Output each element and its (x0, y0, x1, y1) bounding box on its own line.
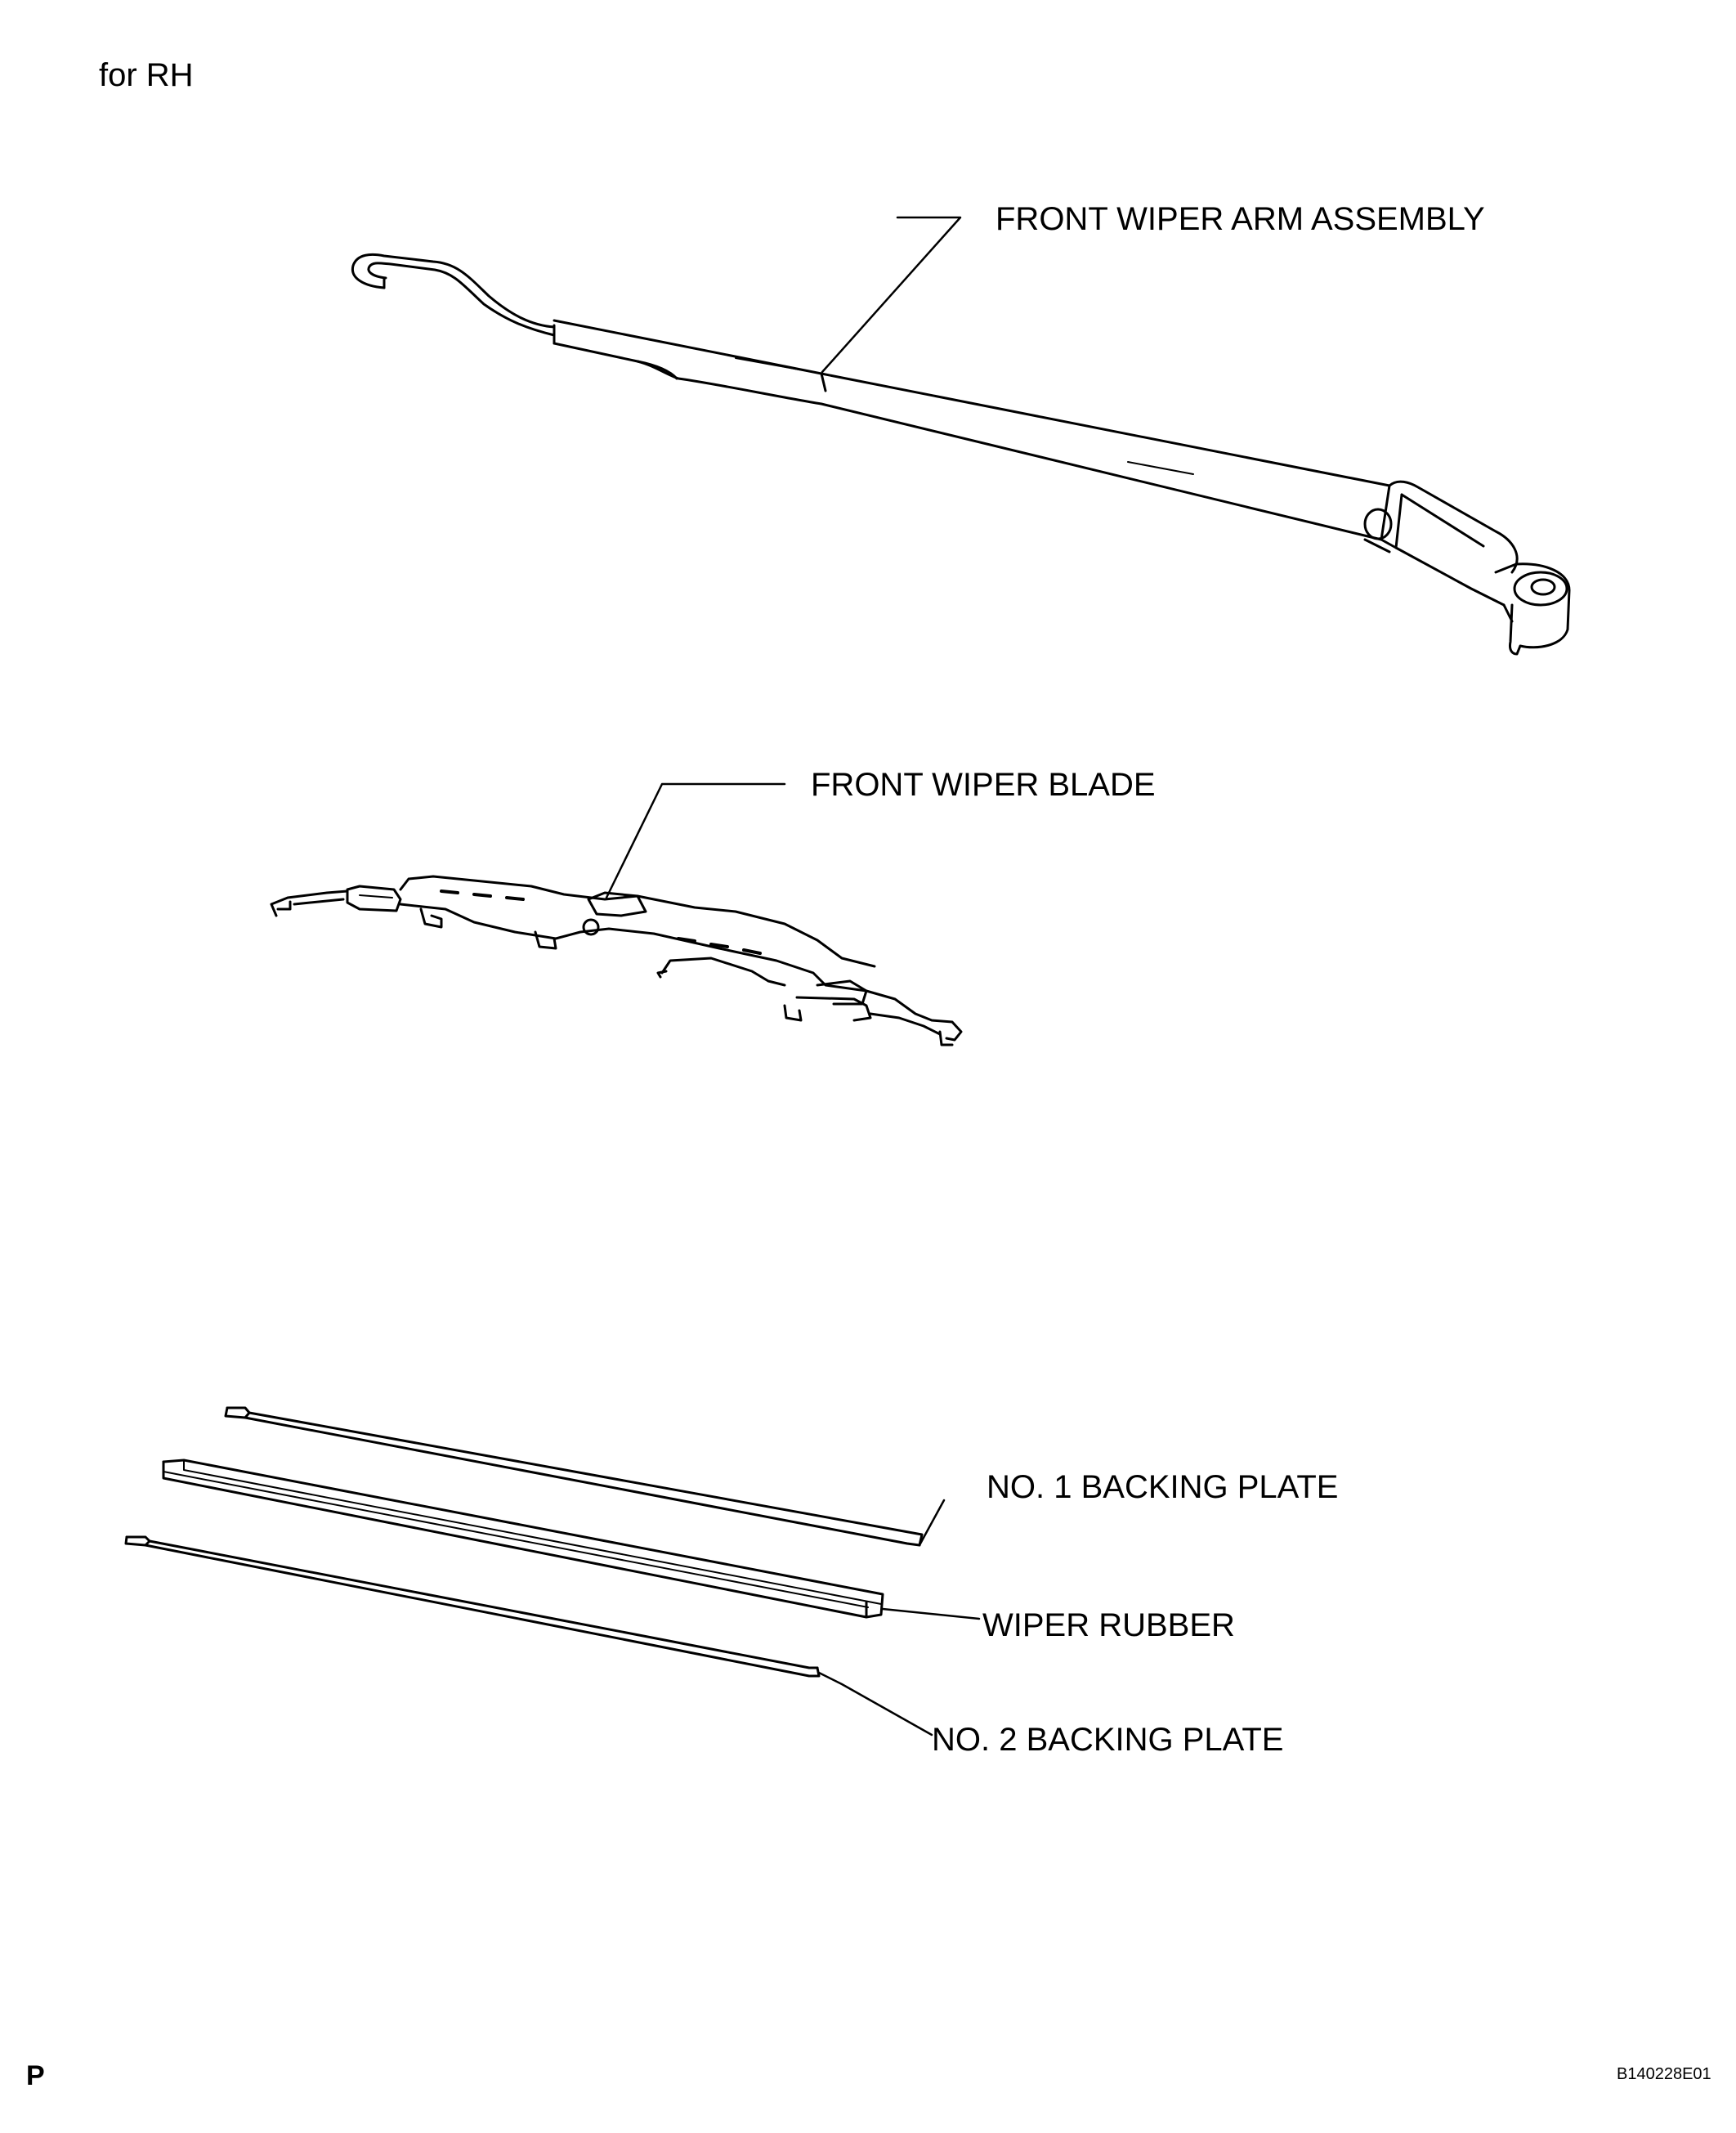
wiper-blade-drawing (270, 782, 963, 1046)
wiper-rubber-drawing (162, 1459, 981, 1620)
footer-mark: P (26, 2060, 45, 2091)
label-front-wiper-arm-assembly: FRONT WIPER ARM ASSEMBLY (996, 201, 1485, 237)
wiper-arm-drawing (351, 216, 1571, 656)
figure-code: B140228E01 (1617, 2065, 1711, 2083)
label-no1-backing-plate: NO. 1 BACKING PLATE (987, 1469, 1339, 1505)
label-front-wiper-blade: FRONT WIPER BLADE (811, 767, 1156, 803)
label-no2-backing-plate: NO. 2 BACKING PLATE (932, 1722, 1284, 1758)
side-note: for RH (99, 57, 194, 93)
label-wiper-rubber: WIPER RUBBER (982, 1607, 1235, 1643)
backing-plate-2-drawing (124, 1535, 933, 1736)
backing-plate-1-drawing (224, 1406, 946, 1547)
